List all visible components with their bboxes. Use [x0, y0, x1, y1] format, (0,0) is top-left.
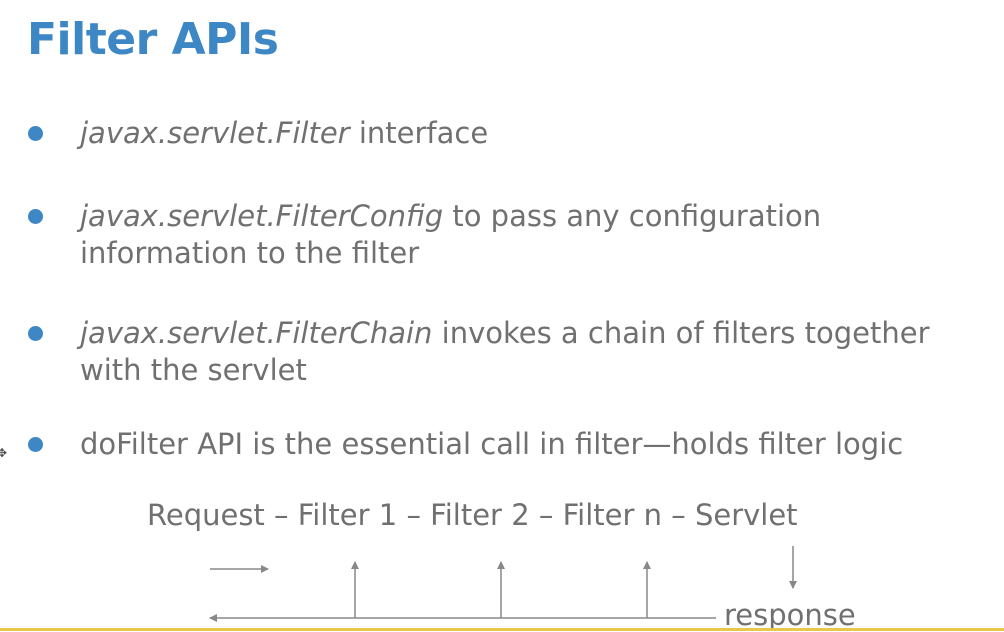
- bullet-text: to pass any configuration information to…: [80, 199, 822, 270]
- bullet-text: invokes a chain of filters together with…: [80, 316, 930, 387]
- bullet-text: interface: [349, 116, 489, 150]
- bullet-dot-icon: [28, 437, 43, 452]
- slide-title: Filter APIs: [27, 14, 279, 65]
- bullet-text: doFilter API is the essential call in fi…: [80, 427, 904, 461]
- filter-chain-label: Request – Filter 1 – Filter 2 – Filter n…: [147, 498, 798, 532]
- bottom-accent-bar: [0, 628, 1004, 631]
- bullet-dot-icon: [28, 326, 43, 341]
- response-label: response: [724, 598, 856, 632]
- bullet-code: javax.servlet.FilterChain: [80, 316, 433, 350]
- bullet-code: javax.servlet.Filter: [80, 116, 350, 150]
- bullet-dot-icon: [28, 126, 43, 141]
- bullet-dot-icon: [28, 209, 43, 224]
- mouse-cursor-icon: ✥: [0, 446, 8, 460]
- bullet-item: javax.servlet.FilterConfig to pass any c…: [28, 198, 995, 272]
- bullet-item: doFilter API is the essential call in fi…: [28, 426, 995, 463]
- bullet-item: javax.servlet.FilterChain invokes a chai…: [28, 315, 995, 389]
- bullet-item: javax.servlet.Filter interface: [28, 115, 995, 152]
- bullet-code: javax.servlet.FilterConfig: [80, 199, 444, 233]
